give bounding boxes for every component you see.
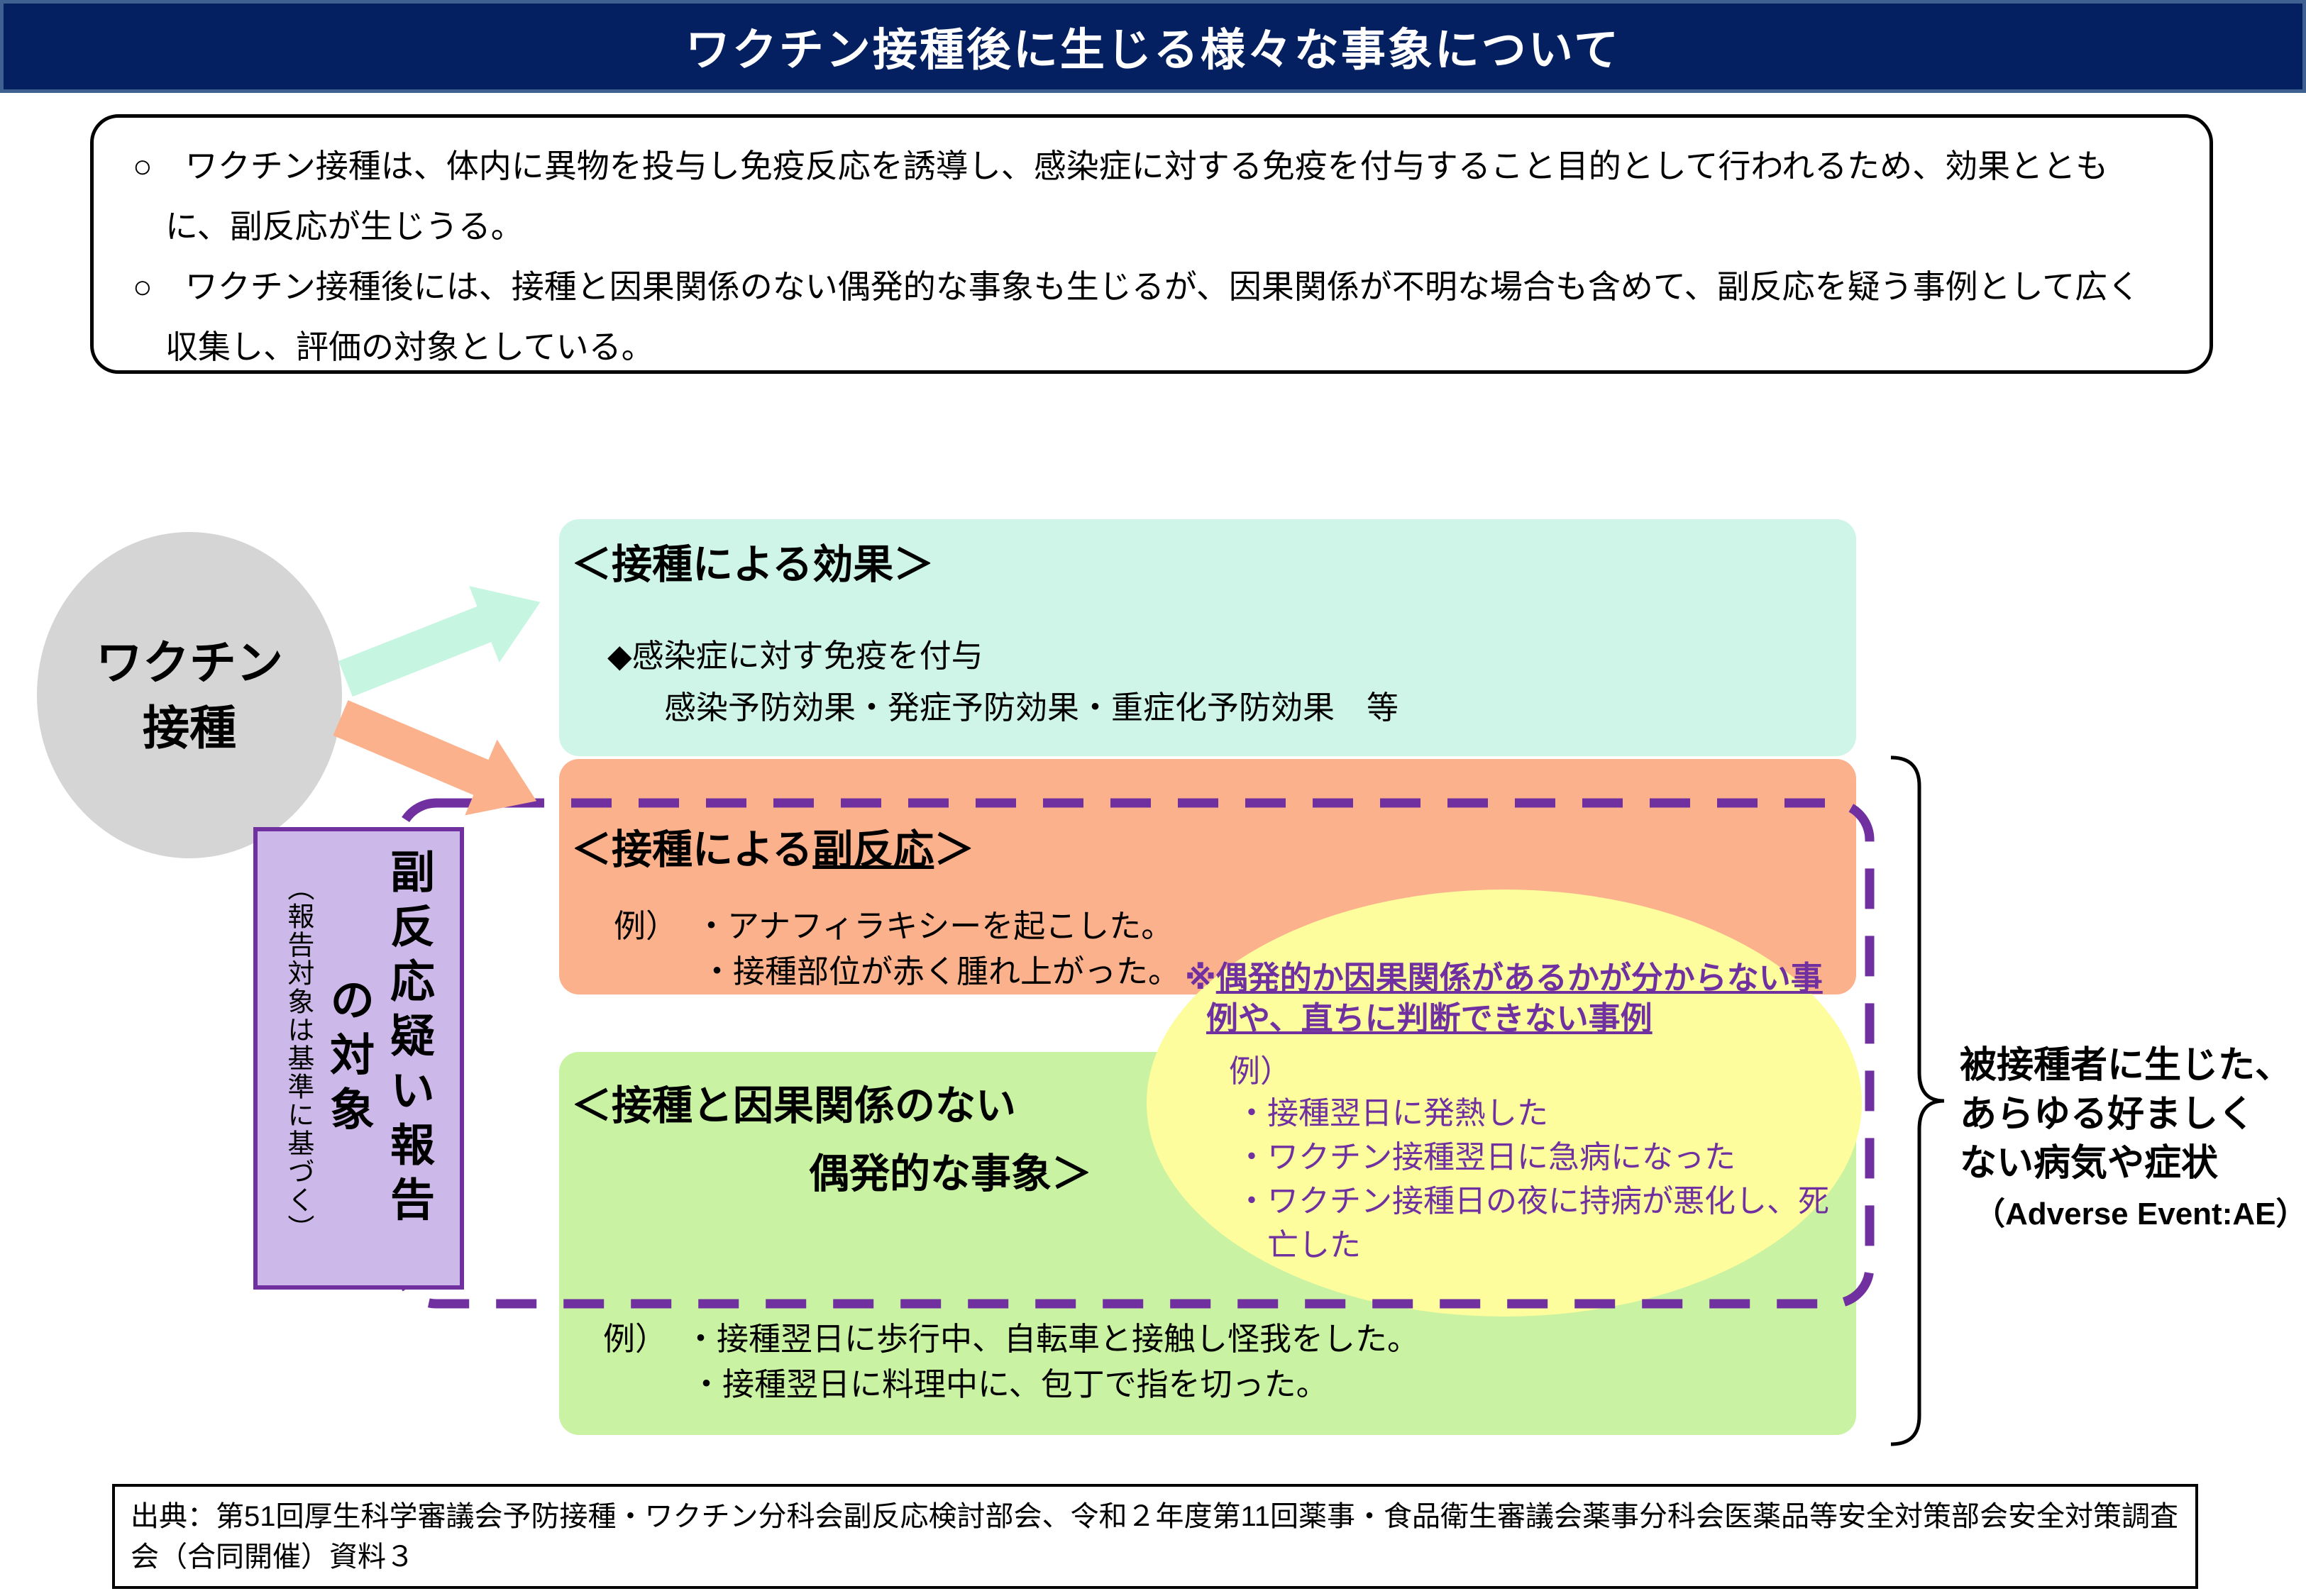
ae-note-line2: あらゆる好ましく	[1960, 1094, 2256, 1135]
side-reaction-heading: ＜接種による副反応＞	[571, 817, 1856, 875]
vaccine-label-line2: 接種	[143, 702, 236, 754]
unknown-example-1: ・接種翌日に発熱した	[1236, 1096, 1548, 1131]
unknown-example-2: ・ワクチン接種翌日に急病になった	[1236, 1140, 1736, 1175]
side-reaction-heading-prefix: ＜接種による	[571, 827, 813, 872]
report-target-box: 副反応疑い報告 の対象 （報告対象は基準に基づく）	[253, 827, 464, 1290]
intro-box: ○ ワクチン接種は、体内に異物を投与し免疫反応を誘導し、感染症に対する免疫を付与…	[90, 114, 2213, 374]
page-title: ワクチン接種後に生じる様々な事象について	[685, 26, 1621, 75]
ae-note-english: （Adverse Event:AE）	[1974, 1197, 2306, 1231]
side-reaction-example-list: ・アナフィラキシーを起こした。 ・接種部位が赤く腫れ上がった。	[695, 904, 1180, 994]
unknown-causality-content: ※偶発的か因果関係があるかが分からない事例や、直ちに判断できない事例 例） ・接…	[1185, 958, 1835, 1268]
effect-detail: 感染予防効果・発症予防効果・重症化予防効果 等	[664, 689, 1399, 726]
source-text: 出典：第51回厚生科学審議会予防接種・ワクチン分科会副反応検討部会、令和２年度第…	[131, 1501, 2179, 1573]
report-target-main-label: 副反応疑い報告 の対象	[318, 848, 438, 1268]
ae-brace-icon	[1890, 755, 1945, 1446]
unknown-note-marker: ※	[1185, 960, 1216, 996]
unknown-example-3: ・ワクチン接種日の夜に持病が悪化し、死亡した	[1236, 1184, 1829, 1263]
coincidental-example-label: 例）	[603, 1321, 668, 1357]
reaction-arrow-icon	[333, 700, 537, 816]
vaccine-label-line1: ワクチン	[96, 636, 283, 689]
report-target-main-line1: 副反応疑い報告	[384, 848, 434, 1231]
ae-note-line1: 被接種者に生じた、	[1960, 1045, 2293, 1086]
effect-heading: ＜接種による効果＞	[571, 542, 934, 587]
coincidental-example-1: ・接種翌日に歩行中、自転車と接触し怪我をした。	[685, 1321, 1420, 1357]
adverse-event-note: 被接種者に生じた、 あらゆる好ましく ない病気や症状 （Adverse Even…	[1960, 1041, 2306, 1238]
source-box: 出典：第51回厚生科学審議会予防接種・ワクチン分科会副反応検討部会、令和２年度第…	[112, 1484, 2198, 1589]
coincidental-example-list: ・接種翌日に歩行中、自転車と接触し怪我をした。 ・接種翌日に料理中に、包丁で指を…	[685, 1317, 1419, 1407]
title-bar: ワクチン接種後に生じる様々な事象について	[0, 0, 2306, 93]
intro-bullet-2: ○ ワクチン接種後には、接種と因果関係のない偶発的な事象も生じるが、因果関係が不…	[133, 268, 2141, 365]
effect-bullet: ◆感染症に対す免疫を付与	[607, 638, 983, 674]
report-target-sub-label: （報告対象は基準に基づく）	[282, 874, 313, 1243]
side-reaction-example-1: ・アナフィラキシーを起こした。	[695, 908, 1174, 944]
report-target-main-line2: の対象	[323, 976, 373, 1141]
vaccine-ellipse: ワクチン 接種	[37, 532, 342, 858]
coincidental-examples: 例） ・接種翌日に歩行中、自転車と接触し怪我をした。 ・接種翌日に料理中に、包丁…	[603, 1317, 1419, 1407]
side-reaction-example-2: ・接種部位が赤く腫れ上がった。	[701, 953, 1181, 990]
coincidental-example-2: ・接種翌日に料理中に、包丁で指を切った。	[690, 1366, 1328, 1402]
intro-bullet-1: ○ ワクチン接種は、体内に異物を投与し免疫反応を誘導し、感染症に対する免疫を付与…	[133, 148, 2109, 245]
unknown-causality-ellipse: ※偶発的か因果関係があるかが分からない事例や、直ちに判断できない事例 例） ・接…	[1147, 890, 1862, 1317]
side-reaction-heading-suffix: ＞	[934, 827, 975, 872]
side-reaction-example-label: 例）	[614, 908, 678, 944]
unknown-note: ※偶発的か因果関係があるかが分からない事例や、直ちに判断できない事例	[1185, 958, 1835, 1038]
effect-arrow-icon	[338, 586, 541, 697]
unknown-note-text: 偶発的か因果関係があるかが分からない事例や、直ちに判断できない事例	[1206, 960, 1823, 1036]
effect-box: ＜接種による効果＞ ◆感染症に対す免疫を付与 感染予防効果・発症予防効果・重症化…	[559, 519, 1856, 756]
ae-note-line3: ない病気や症状	[1960, 1143, 2219, 1184]
side-reaction-heading-underline: 副反応	[812, 827, 934, 872]
unknown-example-label: 例）	[1229, 1054, 1291, 1089]
